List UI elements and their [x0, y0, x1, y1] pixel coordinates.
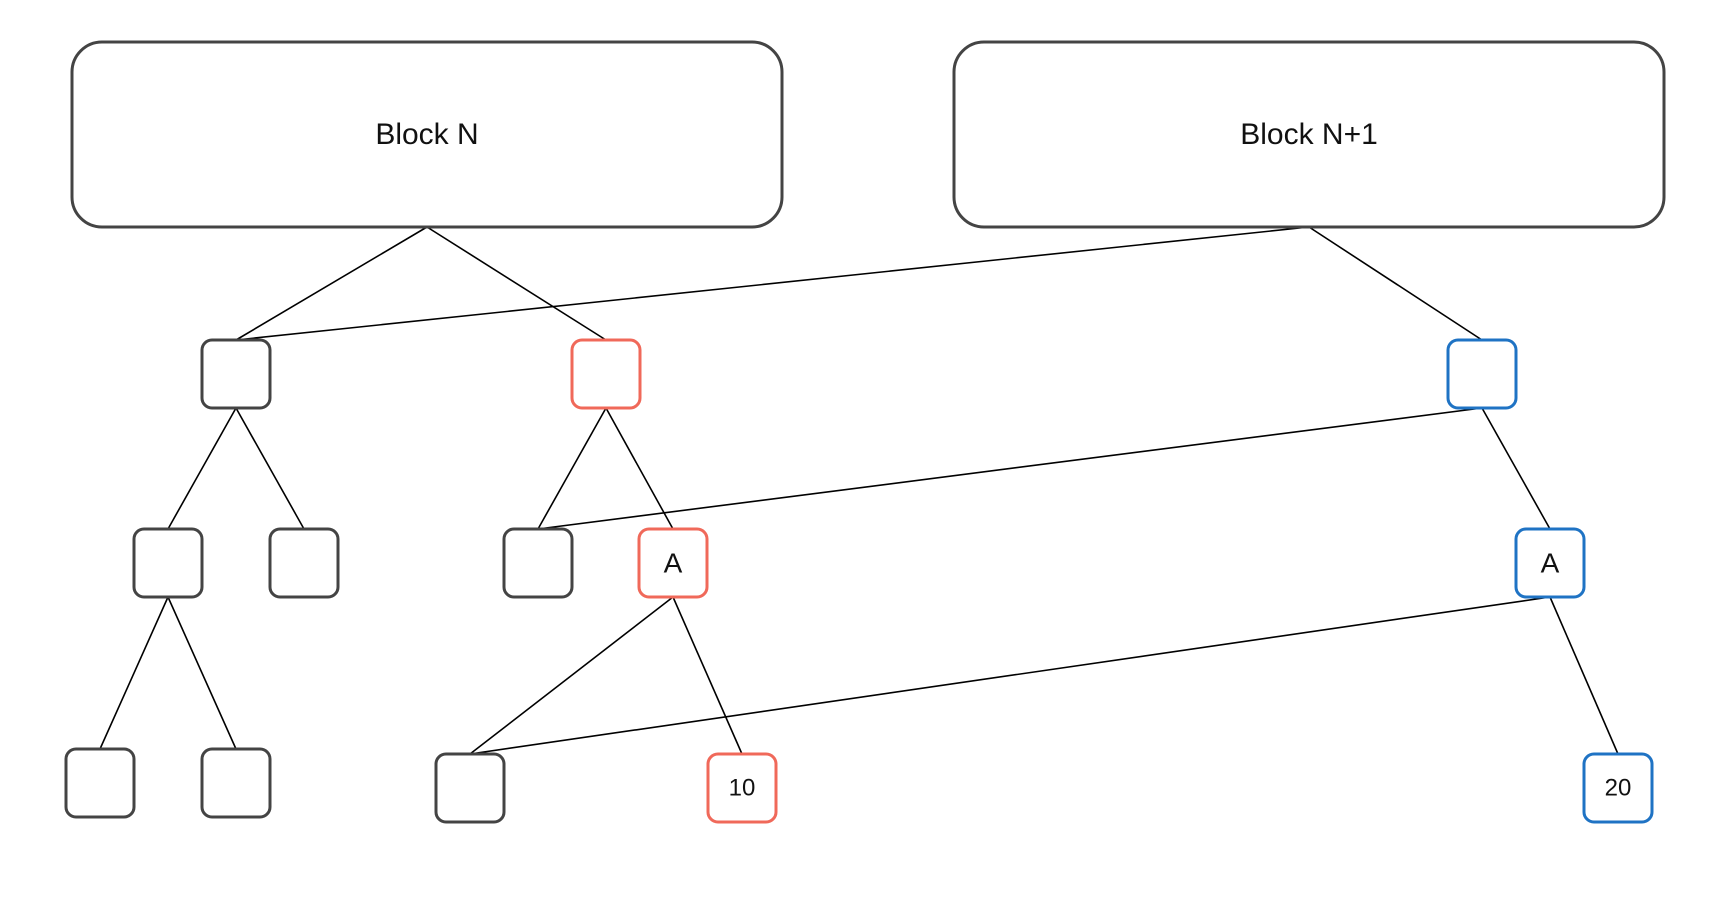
tree-node-n-l2-b-rect [268, 527, 340, 599]
tree-node-n-l2-a [132, 527, 204, 599]
edge-n-l1-blue-to-n-l2-c [537, 407, 1483, 530]
tree-node-n-l1-left-rect [200, 338, 272, 410]
tree-node-n-l1-blue-rect [1446, 338, 1518, 410]
tree-node-n-l3-blue-20: 20 [1582, 752, 1654, 824]
tree-node-n-l3-red-10-label: 10 [729, 775, 756, 802]
edge-n-l2-blue-a-to-n-l3-blue-20 [1549, 596, 1619, 755]
tree-node-n-l1-red [570, 338, 642, 410]
tree-node-n-l2-blue-a-rect [1514, 527, 1586, 599]
tree-node-n-l3-blue-20-rect [1582, 752, 1654, 824]
tree-node-n-l3-shared-rect [434, 752, 506, 824]
edges-layer [99, 226, 1619, 755]
tree-node-n-l3-b [200, 747, 272, 819]
tree-node-n-l1-blue [1446, 338, 1518, 410]
tree-node-n-l3-b-rect [200, 747, 272, 819]
tree-node-n-l3-a [64, 747, 136, 819]
block-n-box: Block N [70, 40, 784, 229]
tree-node-n-l2-c-rect [502, 527, 574, 599]
edge-block-n1-to-n-l1-blue [1308, 226, 1483, 341]
edge-n-l2-a-to-n-l3-b [167, 596, 237, 750]
tree-node-n-l2-b [268, 527, 340, 599]
edge-n-l2-red-a-to-n-l3-shared [469, 596, 674, 755]
tree-node-n-l3-shared [434, 752, 506, 824]
edge-n-l1-left-to-n-l2-b [235, 407, 305, 530]
tree-node-n-l3-blue-20-label: 20 [1605, 775, 1632, 802]
nodes-layer: A A 10 20 [64, 338, 1654, 824]
block-n1-label: Block N+1 [1240, 118, 1378, 151]
tree-node-n-l2-red-a-rect [637, 527, 709, 599]
tree-node-n-l2-a-rect [132, 527, 204, 599]
block-n-label: Block N [375, 118, 478, 151]
tree-node-n-l2-red-a-label: A [664, 548, 683, 579]
edge-block-n-to-n-l1-red [426, 226, 607, 341]
tree-node-n-l2-red-a: A [637, 527, 709, 599]
edge-n-l2-red-a-to-n-l3-red-10 [672, 596, 743, 755]
tree-node-n-l3-red-10: 10 [706, 752, 778, 824]
block-n1-box: Block N+1 [952, 40, 1666, 229]
edge-n-l1-blue-to-n-l2-blue-a [1481, 407, 1551, 530]
tree-node-n-l1-red-rect [570, 338, 642, 410]
edge-block-n-to-n-l1-left [235, 226, 428, 341]
block-n1-rect [952, 40, 1666, 229]
tree-node-n-l2-blue-a: A [1514, 527, 1586, 599]
tree-node-n-l1-left [200, 338, 272, 410]
tree-node-n-l2-blue-a-label: A [1541, 548, 1560, 579]
edge-n-l1-red-to-n-l2-c [537, 407, 607, 530]
edge-n-l2-blue-a-to-n-l3-shared [469, 596, 1551, 755]
edge-n-l1-left-to-n-l2-a [167, 407, 237, 530]
edge-n-l2-a-to-n-l3-a [99, 596, 169, 750]
tree-node-n-l2-c [502, 527, 574, 599]
block-n-rect [70, 40, 784, 229]
blocks-layer: Block N Block N+1 [70, 40, 1666, 229]
tree-node-n-l3-a-rect [64, 747, 136, 819]
edge-block-n1-to-n-l1-left [235, 226, 1310, 341]
edge-n-l1-red-to-n-l2-red-a [605, 407, 674, 530]
tree-node-n-l3-red-10-rect [706, 752, 778, 824]
